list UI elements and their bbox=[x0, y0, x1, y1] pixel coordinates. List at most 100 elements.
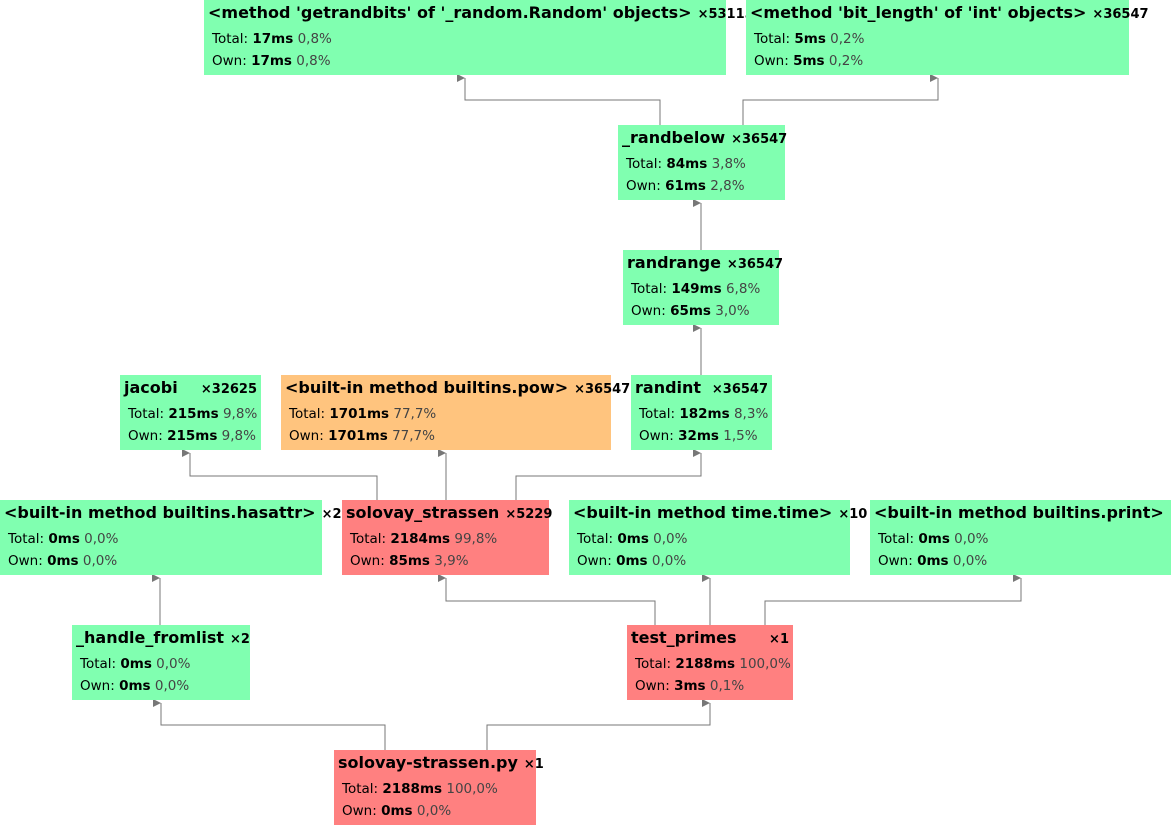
node-getrandbits[interactable]: <method 'getrandbits' of '_random.Random… bbox=[204, 0, 754, 75]
function-name: jacobi bbox=[124, 378, 178, 397]
total-row: Total: 5ms 0,2% bbox=[754, 30, 864, 48]
own-label: Own: bbox=[577, 553, 612, 569]
own-row: Own: 215ms 9,8% bbox=[128, 427, 256, 445]
total-time: 2184ms bbox=[390, 531, 451, 547]
total-time: 1701ms bbox=[329, 406, 390, 422]
total-label: Total: bbox=[342, 781, 379, 797]
total-percent: 0,0% bbox=[653, 531, 688, 547]
total-time: 0ms bbox=[120, 656, 152, 672]
total-percent: 100,0% bbox=[739, 656, 791, 672]
own-label: Own: bbox=[631, 303, 666, 319]
own-label: Own: bbox=[128, 428, 163, 444]
total-percent: 9,8% bbox=[222, 406, 258, 422]
function-name: test_primes bbox=[631, 628, 737, 647]
own-label: Own: bbox=[8, 553, 43, 569]
total-time: 17ms bbox=[252, 31, 294, 47]
own-row: Own: 0ms 0,0% bbox=[577, 552, 686, 570]
own-row: Own: 1701ms 77,7% bbox=[289, 427, 435, 445]
own-row: Own: 32ms 1,5% bbox=[639, 427, 758, 445]
edge-testprimes-print bbox=[764, 574, 1022, 626]
own-row: Own: 0ms 0,0% bbox=[342, 802, 451, 820]
function-name: _handle_fromlist bbox=[76, 628, 225, 647]
total-time: 215ms bbox=[168, 406, 219, 422]
own-time: 215ms bbox=[167, 428, 218, 444]
function-name: <built-in method builtins.print> bbox=[874, 503, 1164, 522]
total-label: Total: bbox=[212, 31, 249, 47]
total-label: Total: bbox=[350, 531, 387, 547]
own-label: Own: bbox=[635, 678, 670, 694]
call-count: ×53115 bbox=[697, 7, 754, 22]
own-percent: 9,8% bbox=[221, 428, 256, 444]
own-time: 65ms bbox=[670, 303, 711, 319]
call-count: ×2 bbox=[321, 507, 342, 522]
function-name: randrange bbox=[627, 253, 721, 272]
call-count: ×10 bbox=[838, 507, 868, 522]
node-bit-length[interactable]: <method 'bit_length' of 'int' objects>×3… bbox=[746, 0, 1149, 75]
total-label: Total: bbox=[80, 656, 117, 672]
own-row: Own: 0ms 0,0% bbox=[80, 677, 189, 695]
own-row: Own: 65ms 3,0% bbox=[631, 302, 750, 320]
call-count: ×2 bbox=[230, 632, 250, 647]
own-label: Own: bbox=[289, 428, 324, 444]
call-count: ×1 bbox=[769, 632, 789, 647]
call-count: ×5229 bbox=[505, 507, 553, 522]
total-row: Total: 17ms 0,8% bbox=[212, 30, 332, 48]
total-row: Total: 0ms 0,0% bbox=[80, 655, 190, 673]
function-name: <built-in method time.time> bbox=[573, 503, 833, 522]
own-percent: 1,5% bbox=[723, 428, 758, 444]
total-percent: 77,7% bbox=[393, 406, 437, 422]
own-row: Own: 3ms 0,1% bbox=[635, 677, 744, 695]
total-label: Total: bbox=[635, 656, 672, 672]
total-time: 0ms bbox=[918, 531, 950, 547]
total-label: Total: bbox=[8, 531, 45, 547]
total-time: 0ms bbox=[48, 531, 80, 547]
total-row: Total: 0ms 0,0% bbox=[878, 530, 988, 548]
own-row: Own: 85ms 3,9% bbox=[350, 552, 469, 570]
node-builtins-print[interactable]: <built-in method builtins.print> ×5Total:… bbox=[870, 500, 1171, 575]
total-label: Total: bbox=[128, 406, 165, 422]
edge-randbelow-bitlength bbox=[742, 74, 939, 126]
own-row: Own: 0ms 0,0% bbox=[878, 552, 987, 570]
total-percent: 100,0% bbox=[446, 781, 498, 797]
total-row: Total: 2188ms 100,0% bbox=[635, 655, 791, 673]
total-label: Total: bbox=[639, 406, 676, 422]
edge-testprimes-solovay bbox=[438, 574, 656, 626]
own-percent: 77,7% bbox=[392, 428, 435, 444]
own-percent: 0,0% bbox=[416, 803, 452, 819]
total-time: 149ms bbox=[671, 281, 722, 297]
total-percent: 99,8% bbox=[454, 531, 498, 547]
own-time: 0ms bbox=[119, 678, 151, 694]
function-name: randint bbox=[635, 378, 702, 397]
own-time: 1701ms bbox=[328, 428, 388, 444]
total-label: Total: bbox=[626, 156, 663, 172]
total-time: 182ms bbox=[679, 406, 730, 422]
total-row: Total: 84ms 3,8% bbox=[626, 155, 746, 173]
edge-script-testprimes bbox=[486, 699, 711, 751]
call-count: ×36547 bbox=[1092, 7, 1149, 22]
own-time: 32ms bbox=[678, 428, 719, 444]
total-percent: 3,8% bbox=[711, 156, 746, 172]
total-label: Total: bbox=[754, 31, 791, 47]
total-row: Total: 182ms 8,3% bbox=[639, 405, 768, 423]
edge-solovay-randint bbox=[515, 449, 702, 501]
function-name: <built-in method builtins.pow> bbox=[285, 378, 569, 397]
own-percent: 0,0% bbox=[82, 553, 118, 569]
call-count: ×32625 bbox=[200, 382, 257, 397]
total-label: Total: bbox=[289, 406, 326, 422]
call-count: ×5 bbox=[1170, 505, 1171, 525]
own-time: 0ms bbox=[616, 553, 648, 569]
total-row: Total: 149ms 6,8% bbox=[631, 280, 760, 298]
own-percent: 0,0% bbox=[154, 678, 190, 694]
call-count: ×1 bbox=[523, 757, 544, 772]
